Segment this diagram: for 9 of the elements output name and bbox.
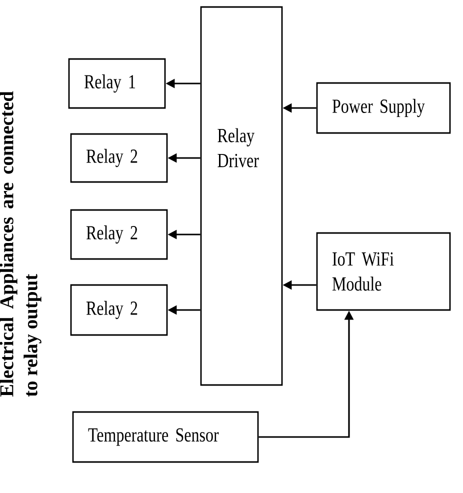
driver-box: Relay Driver [200, 6, 283, 386]
block-box: Relay 1 [68, 58, 166, 109]
note-text: Electrical Appliances are connected to relay output [0, 91, 42, 397]
block-box: Relay 2 [70, 133, 168, 183]
block-box: Power Supply [316, 82, 451, 134]
block-box: Temperature Sensor [72, 411, 259, 463]
block-box: Relay 2 [70, 284, 168, 336]
block-box: Relay 2 [70, 209, 168, 260]
block-box: IoT WiFi Module [316, 232, 451, 311]
